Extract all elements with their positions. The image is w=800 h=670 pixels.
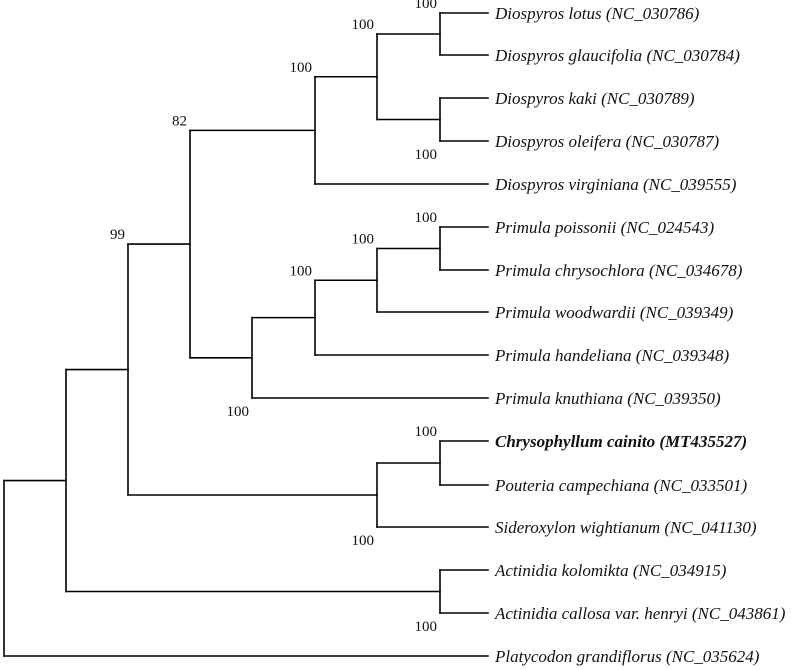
taxon-label: Pouteria campechiana (NC_033501): [494, 476, 747, 495]
taxon-accession: (NC_024543): [621, 218, 715, 237]
support-value: 100: [227, 404, 250, 420]
support-value: 100: [415, 0, 438, 12]
taxon-name: Diospyros virginiana: [494, 175, 639, 194]
taxon-name: Diospyros glaucifolia: [494, 46, 642, 65]
support-value: 100: [352, 533, 375, 549]
taxon-name: Primula knuthiana: [494, 389, 623, 408]
taxon-name: Pouteria campechiana: [494, 476, 649, 495]
taxon-label: Actinidia kolomikta (NC_034915): [494, 561, 727, 580]
taxon-accession: (NC_033501): [654, 476, 748, 495]
taxon-label: Primula knuthiana (NC_039350): [494, 389, 721, 408]
taxon-name: Diospyros kaki: [494, 89, 597, 108]
taxon-label: Diospyros oleifera (NC_030787): [494, 132, 719, 151]
taxon-label: Primula chrysochlora (NC_034678): [494, 261, 743, 280]
support-value: 99: [110, 227, 125, 243]
taxon-name: Diospyros oleifera: [494, 132, 621, 151]
taxon-label: Actinidia callosa var. henryi (NC_043861…: [494, 604, 786, 623]
taxon-label: Sideroxylon wightianum (NC_041130): [495, 518, 757, 537]
taxon-accession: (NC_039555): [643, 175, 737, 194]
taxon-label: Diospyros glaucifolia (NC_030784): [494, 46, 740, 65]
taxon-label: Diospyros kaki (NC_030789): [494, 89, 695, 108]
taxon-label: Chrysophyllum cainito (MT435527): [495, 432, 747, 451]
taxon-label: Primula poissonii (NC_024543): [494, 218, 714, 237]
taxon-accession: (NC_043861): [692, 604, 786, 623]
support-value: 100: [290, 60, 313, 76]
support-value: 100: [415, 619, 438, 635]
taxon-name: Primula poissonii: [494, 218, 617, 237]
taxon-accession: (NC_030786): [606, 4, 700, 23]
support-value: 100: [290, 263, 313, 279]
support-value: 100: [352, 232, 375, 248]
taxon-label: Diospyros virginiana (NC_039555): [494, 175, 737, 194]
taxon-name: Chrysophyllum cainito: [495, 432, 655, 451]
taxon-accession: (MT435527): [659, 432, 747, 451]
taxon-accession: (NC_030789): [601, 89, 695, 108]
taxon-accession: (NC_039348): [636, 346, 730, 365]
taxon-label: Diospyros lotus (NC_030786): [494, 4, 700, 23]
taxon-accession: (NC_041130): [664, 518, 757, 537]
taxon-accession: (NC_035624): [666, 647, 760, 666]
taxon-accession: (NC_039349): [640, 303, 734, 322]
taxon-name: Actinidia callosa var. henryi: [494, 604, 688, 623]
taxon-accession: (NC_034915): [633, 561, 727, 580]
taxon-name: Actinidia kolomikta: [494, 561, 629, 580]
taxon-name: Primula chrysochlora: [494, 261, 645, 280]
taxon-name: Platycodon grandiflorus: [494, 647, 662, 666]
taxon-name: Primula handeliana: [494, 346, 631, 365]
support-value: 100: [415, 210, 438, 226]
taxon-label: Primula woodwardii (NC_039349): [494, 303, 734, 322]
taxon-accession: (NC_034678): [649, 261, 743, 280]
support-value: 100: [352, 17, 375, 33]
support-value: 100: [415, 424, 438, 440]
taxon-label: Primula handeliana (NC_039348): [494, 346, 730, 365]
taxon-name: Diospyros lotus: [494, 4, 602, 23]
taxon-accession: (NC_030784): [646, 46, 740, 65]
taxon-name: Primula woodwardii: [494, 303, 636, 322]
taxon-accession: (NC_030787): [626, 132, 720, 151]
taxon-name: Sideroxylon wightianum: [495, 518, 660, 537]
taxon-label: Platycodon grandiflorus (NC_035624): [494, 647, 760, 666]
support-value: 82: [172, 113, 187, 129]
taxon-accession: (NC_039350): [627, 389, 721, 408]
support-value: 100: [415, 147, 438, 163]
